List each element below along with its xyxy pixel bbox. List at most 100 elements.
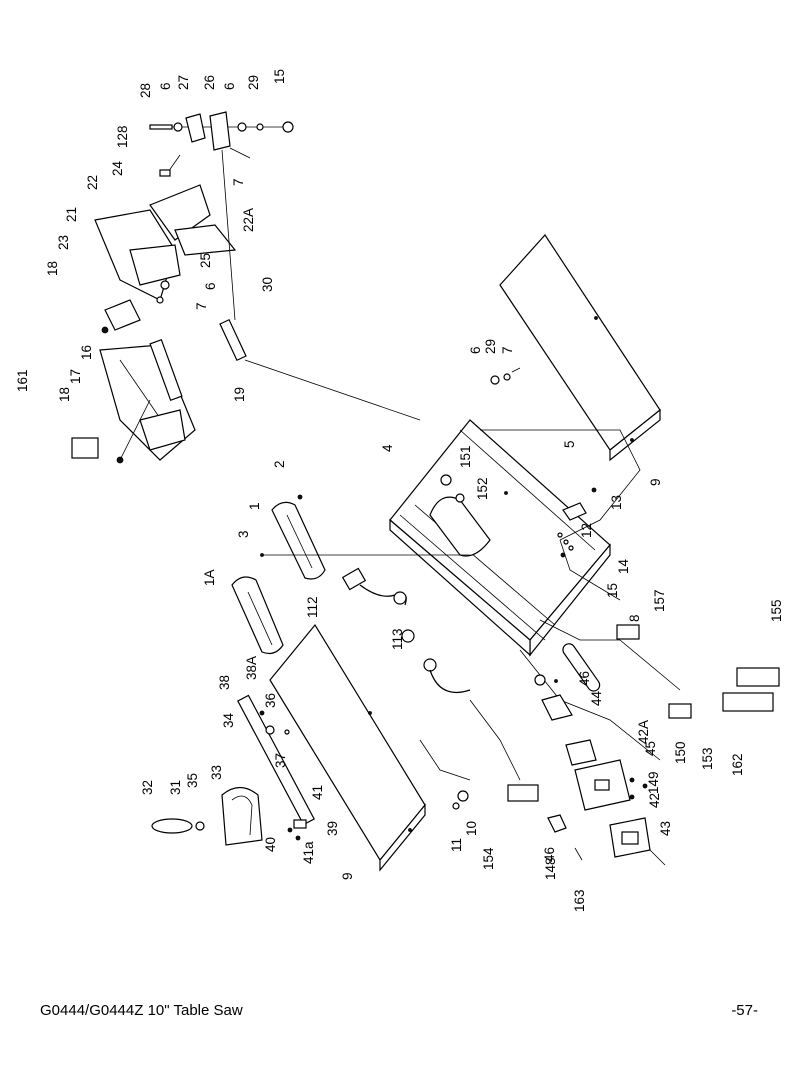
callout-6: 6	[158, 82, 173, 90]
callout-17: 17	[68, 369, 83, 384]
callout-45: 45	[643, 741, 658, 756]
footer-page-number: -57-	[731, 1002, 758, 1019]
callout-7: 7	[231, 178, 246, 186]
callout-161: 161	[15, 369, 30, 392]
shaft-30	[219, 318, 247, 362]
callout-22: 22	[85, 175, 100, 190]
label-162	[722, 692, 774, 712]
callout-9: 9	[340, 872, 355, 880]
pawl-24	[149, 184, 211, 241]
callout-36: 36	[263, 693, 278, 708]
callout-29: 29	[246, 75, 261, 90]
washer-6	[173, 122, 183, 132]
callout-15: 15	[272, 69, 287, 84]
right-extension-wing	[490, 234, 661, 462]
label-155	[736, 667, 780, 687]
callout-27: 27	[176, 75, 191, 90]
callout-18: 18	[45, 261, 60, 276]
label-157	[616, 624, 640, 640]
callout-15: 15	[605, 583, 620, 598]
callout-41a: 41a	[301, 841, 316, 864]
callout-152: 152	[475, 477, 490, 500]
callout-10: 10	[464, 821, 479, 836]
switch-assembly	[452, 487, 780, 866]
callout-16: 16	[79, 345, 94, 360]
callout-37: 37	[273, 753, 288, 768]
bracket-27	[185, 113, 206, 143]
left-extension-wing	[269, 623, 426, 872]
callout-157: 157	[652, 589, 667, 612]
callout-6: 6	[468, 346, 483, 354]
label-154	[507, 784, 539, 802]
callout-6: 6	[203, 282, 218, 290]
pawl-22A	[174, 224, 237, 256]
throat-plate-1	[271, 501, 326, 580]
exploded-parts-diagram: 28 6 27 26 6 29 15 128 7 22 24 21 22A 23…	[15, 69, 784, 912]
callout-40: 40	[263, 837, 278, 852]
washer-6b	[237, 122, 247, 132]
callout-46: 46	[577, 671, 592, 686]
spreader-21	[129, 244, 181, 286]
callout-7: 7	[500, 346, 515, 354]
callout-22A: 22A	[241, 208, 256, 232]
callout-19: 19	[232, 387, 247, 402]
callout-18: 18	[57, 387, 72, 402]
block-26	[209, 111, 231, 151]
blade-guard-assembly	[71, 111, 421, 464]
main-table	[389, 419, 681, 781]
callout-149: 149	[646, 771, 661, 794]
bracket-12	[562, 502, 587, 521]
callout-5: 5	[562, 440, 577, 448]
callout-42: 42	[647, 793, 662, 808]
callout-31: 31	[168, 780, 183, 795]
callout-46: 46	[542, 847, 557, 862]
callout-150: 150	[673, 741, 688, 764]
label-161	[71, 437, 99, 459]
callout-1: 1	[247, 502, 262, 510]
callout-113: 113	[390, 628, 405, 650]
callout-13: 13	[609, 495, 624, 510]
callout-24: 24	[110, 160, 125, 176]
callout-3: 3	[236, 530, 251, 538]
callout-34: 34	[221, 712, 236, 728]
footer-model-title: G0444/G0444Z 10" Table Saw	[40, 1002, 243, 1019]
clip-148	[547, 814, 567, 833]
handle-8	[562, 643, 601, 692]
callout-41: 41	[310, 785, 325, 800]
callout-33: 33	[209, 765, 224, 780]
callout-154: 154	[481, 847, 496, 870]
callout-1A: 1A	[202, 569, 217, 586]
callout-25: 25	[198, 253, 213, 268]
throat-plates	[231, 494, 470, 655]
label-153	[668, 703, 692, 719]
callout-148: 148	[543, 857, 558, 880]
knob-32	[151, 818, 193, 834]
box-44	[541, 694, 573, 721]
callout-6: 6	[222, 82, 237, 90]
callout-128: 128	[115, 125, 130, 148]
callout-35: 35	[185, 773, 200, 788]
miter-head-33	[221, 786, 263, 846]
blade-slot	[429, 496, 491, 557]
callout-163: 163	[572, 889, 587, 912]
callout-7: 7	[194, 302, 209, 310]
callout-26: 26	[202, 75, 217, 90]
callout-11: 11	[449, 838, 464, 852]
callout-112: 112	[305, 596, 320, 618]
callout-labels: 28 6 27 26 6 29 15 128 7 22 24 21 22A 23…	[15, 69, 784, 912]
rod-19	[149, 338, 183, 402]
callout-42A: 42A	[636, 720, 651, 744]
power-cord	[341, 567, 471, 694]
callout-44: 44	[589, 690, 604, 706]
callout-151: 151	[458, 445, 473, 468]
callout-4: 4	[380, 444, 395, 452]
callout-32: 32	[140, 780, 155, 795]
callout-21: 21	[64, 207, 79, 222]
callout-8: 8	[627, 614, 642, 622]
washer-29	[256, 123, 264, 131]
callout-14: 14	[616, 558, 631, 574]
callout-12: 12	[579, 523, 594, 538]
callout-153: 153	[700, 747, 715, 770]
callout-39: 39	[325, 821, 340, 836]
callout-38: 38	[217, 675, 232, 690]
